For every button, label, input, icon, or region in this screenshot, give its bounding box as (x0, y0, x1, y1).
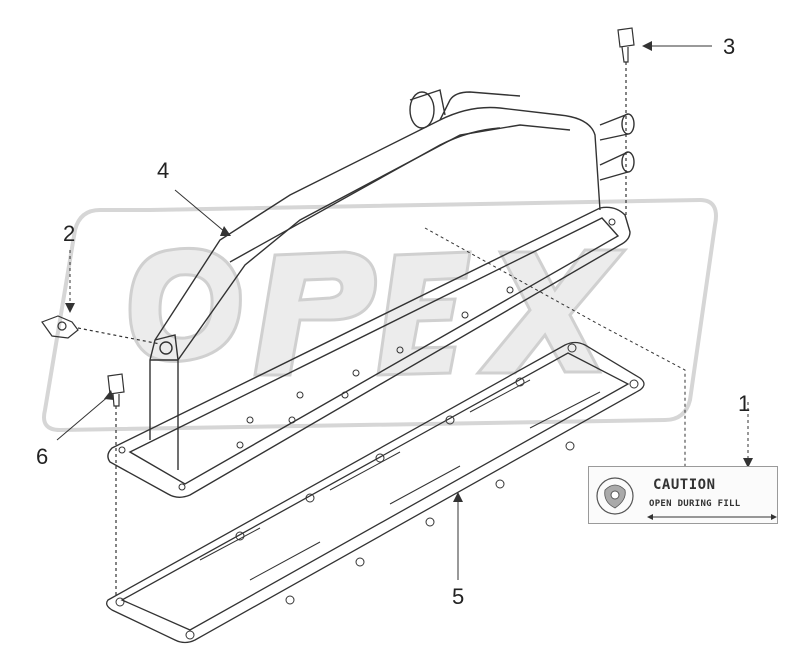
callout-3: 3 (723, 34, 736, 59)
leader-lines (56, 45, 749, 580)
fitting-part-2 (41, 315, 161, 345)
arrow-heads (65, 41, 753, 502)
callout-4: 4 (157, 158, 170, 183)
screw-part-3 (617, 27, 635, 215)
screw-part-6 (107, 373, 125, 595)
callout-5: 5 (452, 584, 465, 609)
rocker-cover-body (149, 89, 635, 470)
double-arrow-icon (647, 514, 777, 520)
caution-title: CAUTION (653, 477, 716, 493)
caution-symbol-icon (596, 477, 634, 515)
caution-subtitle: OPEN DURING FILL (649, 499, 741, 509)
cover-flange (107, 206, 631, 498)
callout-2: 2 (63, 221, 76, 246)
watermark-logo (42, 197, 718, 433)
caution-label-part-1: CAUTION OPEN DURING FILL (588, 466, 778, 524)
callout-6: 6 (36, 444, 49, 469)
gasket-part (106, 341, 645, 644)
callout-1: 1 (738, 391, 751, 416)
